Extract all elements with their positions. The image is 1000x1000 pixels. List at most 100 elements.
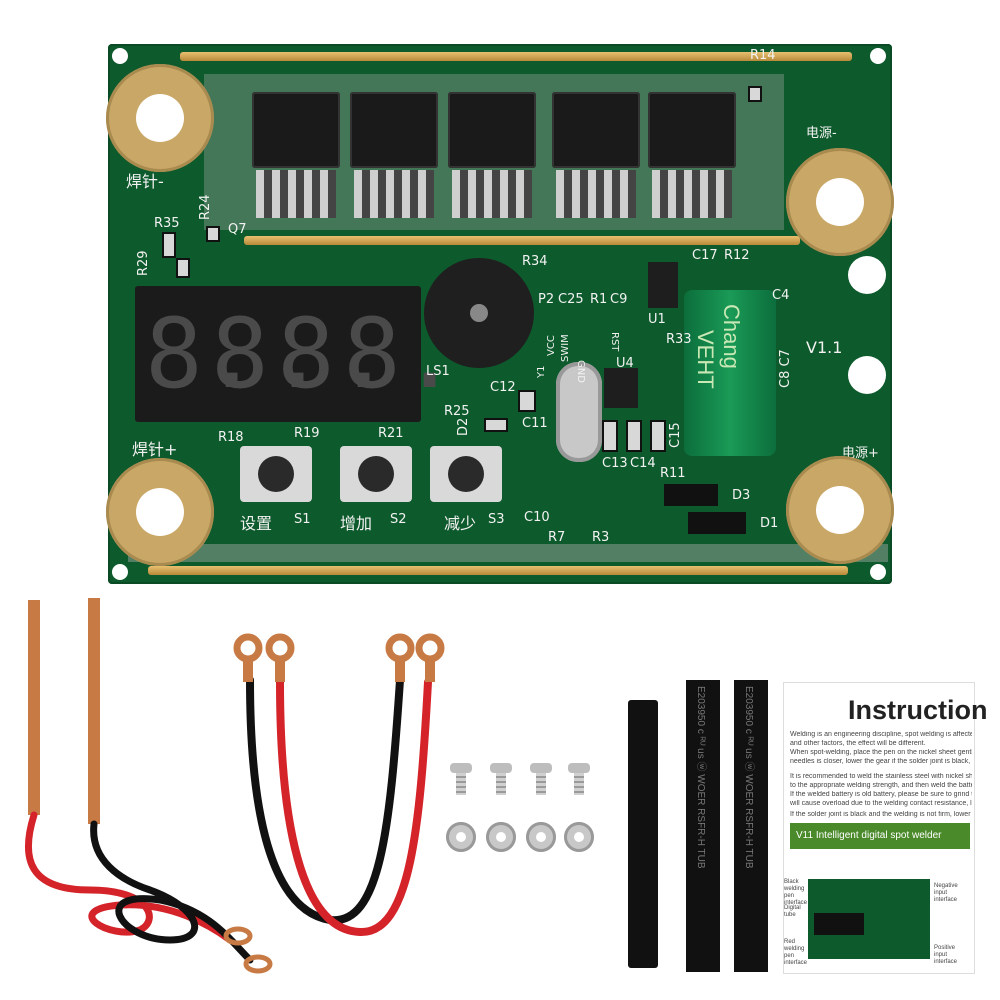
manual-label-pos-input: Positive input interface — [934, 945, 958, 965]
label-s3: S3 — [488, 512, 505, 527]
manual-line-6: to the appropriate welding strength, and… — [790, 782, 972, 789]
lug-sleeve-2 — [275, 658, 285, 682]
welder-pcb: 8. 8. 8. 8. Chang VEHT 焊针- 焊针+ 电源- 电源+ V… — [108, 44, 892, 584]
power-cable-black-1 — [246, 676, 404, 925]
mosfet-4 — [552, 92, 640, 168]
smd-c13 — [602, 420, 618, 452]
smd-r35 — [162, 232, 176, 258]
label-r14: R14 — [750, 48, 776, 63]
label-gnd: GND — [575, 360, 586, 383]
middle-bus-bar — [244, 236, 800, 245]
chip-u1 — [648, 262, 678, 308]
mosfet-legs-4 — [556, 170, 636, 218]
mounting-hole-right-1 — [848, 256, 886, 294]
cable-lug-3 — [385, 633, 415, 663]
label-rst: RST — [609, 332, 620, 352]
display-digit-1: 8. — [145, 298, 261, 410]
smd-r24 — [206, 226, 220, 242]
tube-print-1: E203950 c ᴿᵁ us ⓦ WOER RSFR-H TUB — [695, 686, 706, 869]
smd-c14 — [626, 420, 642, 452]
chip-u4 — [604, 368, 638, 408]
label-weld-pos: 焊针+ — [132, 440, 178, 459]
tube-print-2: E203950 c ᴿᵁ us ⓦ WOER RSFR-H TUB — [743, 686, 754, 869]
label-s1: S1 — [294, 512, 311, 527]
display-digit-2: 8. — [211, 298, 327, 410]
label-c10: C10 — [524, 510, 550, 525]
label-r35: R35 — [154, 216, 180, 231]
label-q7: Q7 — [228, 222, 247, 237]
manual-subtitle: V11 Intelligent digital spot welder — [790, 823, 970, 849]
mosfet-legs-3 — [452, 170, 532, 218]
nut-1 — [446, 822, 476, 852]
terminal-weld-positive[interactable] — [106, 458, 214, 566]
button-s1-set[interactable] — [240, 446, 312, 502]
terminal-power-positive[interactable] — [786, 456, 894, 564]
corner-hole-tl — [112, 48, 128, 64]
nut-2 — [486, 822, 516, 852]
label-r24: R24 — [198, 194, 213, 220]
manual-label-neg-input: Negative input interface — [934, 883, 958, 903]
bottom-bus-area — [128, 544, 888, 562]
screw-1 — [450, 763, 472, 795]
manual-title: Instruction — [848, 695, 988, 725]
accessories-wires — [24, 598, 445, 974]
manual-line-4: needles is closer, lower the gear if the… — [790, 758, 972, 765]
digital-display: 8. 8. 8. 8. — [135, 286, 459, 422]
label-c11: C11 — [522, 416, 548, 431]
label-d2: D2 — [456, 417, 471, 436]
label-p2: P2 — [538, 292, 555, 307]
electrolytic-capacitor: Chang VEHT — [684, 290, 776, 456]
mosfet-legs-1 — [256, 170, 336, 218]
pen-wire-lug-2 — [243, 954, 273, 974]
manual-label-red-weld: Red welding pen interface — [784, 939, 808, 966]
lug-sleeve-4 — [425, 658, 435, 682]
smd-d3 — [664, 484, 718, 506]
smd-r14 — [748, 86, 762, 102]
label-r33: R33 — [666, 332, 692, 347]
bottom-bus-bar — [148, 566, 848, 575]
manual-line-1: Welding is an engineering discipline, sp… — [790, 731, 972, 738]
screw-3 — [530, 763, 552, 795]
terminal-power-negative[interactable] — [786, 148, 894, 256]
label-y1: Y1 — [536, 365, 547, 378]
manual-line-8: will cause overload due to the welding c… — [790, 800, 972, 807]
screw-4 — [568, 763, 590, 795]
weld-pen-left — [28, 600, 40, 815]
manual-line-5: It is recommended to weld the stainless … — [790, 773, 972, 780]
smd-c11 — [518, 390, 536, 412]
lug-sleeve-1 — [243, 658, 253, 682]
power-cable-red-1 — [276, 678, 432, 937]
lug-sleeve-3 — [395, 658, 405, 682]
mosfet-5 — [648, 92, 736, 168]
manual-line-9: If the solder joint is black and the wel… — [790, 811, 972, 818]
label-r3: R3 — [592, 530, 610, 545]
mounting-hole-right-2 — [848, 356, 886, 394]
smd-c15 — [650, 420, 666, 452]
weld-pen-right — [88, 598, 100, 824]
manual-line-3: When spot-welding, place the pen on the … — [790, 749, 972, 756]
smd-r29 — [176, 258, 190, 278]
label-r12: R12 — [724, 248, 750, 263]
label-c25: C25 — [558, 292, 584, 307]
label-c17: C17 — [692, 248, 718, 263]
label-swim: SWIM — [560, 334, 571, 362]
weld-pen-wire-black — [90, 820, 254, 964]
heat-shrink-tube-1: E203950 c ᴿᵁ us ⓦ WOER RSFR-H TUB — [686, 680, 720, 972]
cable-lug-2 — [265, 633, 295, 663]
label-r19: R19 — [294, 426, 320, 441]
label-vcc: VCC — [546, 335, 557, 356]
mosfet-2 — [350, 92, 438, 168]
cable-lug-4 — [415, 633, 445, 663]
button-s3-decrease[interactable] — [430, 446, 502, 502]
label-c9: C9 — [610, 292, 628, 307]
label-c12: C12 — [490, 380, 516, 395]
manual-line-7: If the welded battery is old battery, pl… — [790, 791, 972, 798]
mosfet-legs-5 — [652, 170, 732, 218]
label-power-neg: 电源- — [806, 126, 837, 141]
button-s2-increase[interactable] — [340, 446, 412, 502]
corner-hole-tr — [870, 48, 886, 64]
buzzer — [424, 258, 534, 368]
terminal-weld-negative[interactable] — [106, 64, 214, 172]
label-r1: R1 — [590, 292, 608, 307]
label-c15: C15 — [668, 422, 683, 448]
